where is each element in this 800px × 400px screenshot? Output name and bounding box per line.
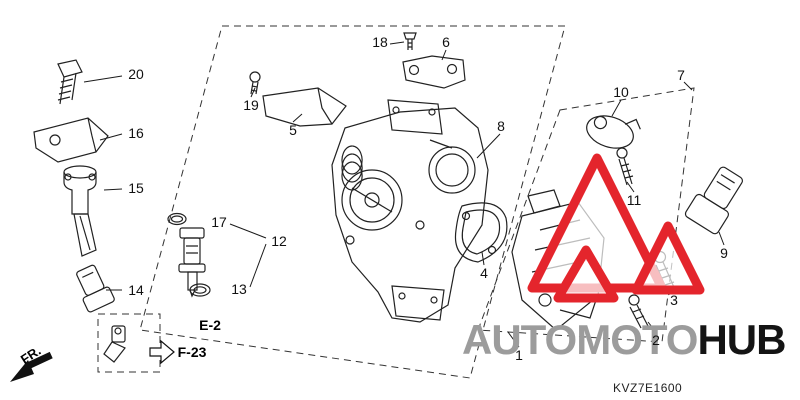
sub-assembly-dashed-box xyxy=(477,87,695,343)
leader-lines xyxy=(83,41,725,348)
f23-direction-arrow xyxy=(149,339,175,365)
callout-15: 15 xyxy=(128,180,144,196)
part-code: KVZ7E1600 xyxy=(613,381,683,395)
callout-1: 1 xyxy=(515,347,523,363)
callout-12: 12 xyxy=(271,233,287,249)
fuel-joint-drawing xyxy=(63,165,97,257)
sensor-9-drawing xyxy=(684,166,744,235)
bracket-6-drawing xyxy=(402,55,466,89)
flange-bolt-drawing xyxy=(57,59,83,105)
f23-dashed-box xyxy=(97,313,161,373)
callout-2: 2 xyxy=(652,332,660,348)
plate-5-drawing xyxy=(262,87,347,127)
callout-14: 14 xyxy=(128,282,144,298)
callout-5: 5 xyxy=(289,122,297,138)
assembly-group-boxes xyxy=(97,25,695,379)
screw-2-drawing xyxy=(628,294,649,329)
main-assembly-dashed-box xyxy=(139,25,566,379)
callout-11: 11 xyxy=(626,192,642,208)
ref-label-e2: E-2 xyxy=(199,317,221,333)
front-direction-arrow xyxy=(10,351,53,382)
callout-17: 17 xyxy=(211,214,227,230)
sensor-10-drawing xyxy=(586,115,641,149)
watermark-text: AUTOMOTOHUB xyxy=(462,316,786,364)
stay-bracket-drawing xyxy=(33,117,109,163)
callout-8: 8 xyxy=(497,118,505,134)
watermark-triangles xyxy=(527,153,705,303)
sensor-14-drawing xyxy=(76,264,115,313)
watermark-text-gray: AUTOMOTO xyxy=(462,316,698,363)
screw-18-drawing xyxy=(403,32,417,50)
callout-19: 19 xyxy=(243,97,259,113)
ref-label-f23: F-23 xyxy=(177,344,207,360)
oring-17-drawing xyxy=(167,212,187,226)
callout-10: 10 xyxy=(613,84,629,100)
oring-13-drawing xyxy=(189,283,211,297)
screw-19-drawing xyxy=(249,71,261,95)
callout-20: 20 xyxy=(128,66,144,82)
screw-11-drawing xyxy=(616,147,634,186)
throttle-body-drawing xyxy=(331,99,489,323)
callout-3: 3 xyxy=(670,292,678,308)
callout-9: 9 xyxy=(720,245,728,261)
watermark-text-dark: HUB xyxy=(697,316,786,363)
callout-16: 16 xyxy=(128,125,144,141)
callout-6: 6 xyxy=(442,34,450,50)
watermark-triangle-small xyxy=(553,245,619,303)
callout-7: 7 xyxy=(677,67,685,83)
callout-18: 18 xyxy=(372,34,388,50)
watermark-triangle-medium xyxy=(631,221,705,295)
callout-13: 13 xyxy=(231,281,247,297)
gasket-4-drawing xyxy=(454,202,508,263)
f23-elbow-drawing xyxy=(103,325,126,363)
callout-4: 4 xyxy=(480,265,488,281)
